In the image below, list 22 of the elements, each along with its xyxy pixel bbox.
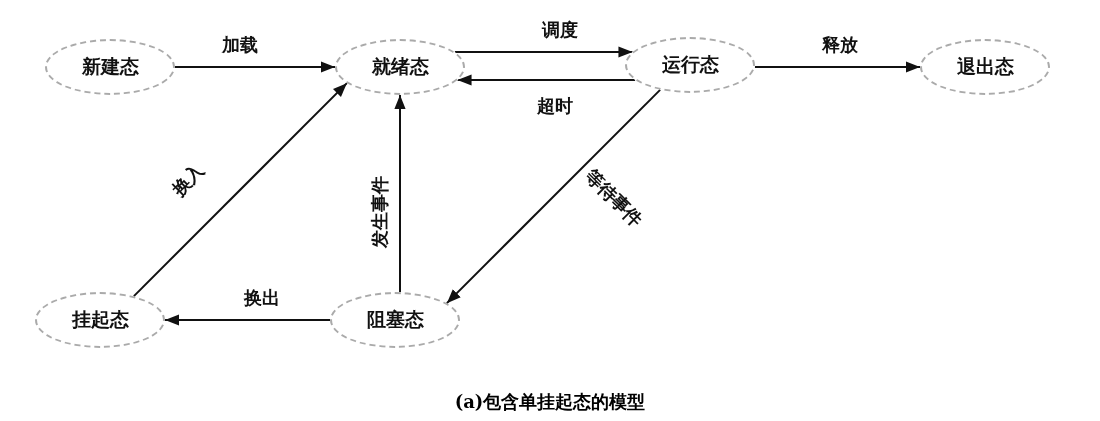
edge-label: 加载: [222, 33, 258, 57]
state-label: 阻塞态: [366, 307, 424, 332]
edge-label: 换出: [244, 286, 280, 310]
state-label: 就绪态: [371, 54, 429, 79]
edge-label: 换入: [166, 158, 209, 202]
state-label: 新建态: [81, 54, 139, 79]
state-label: 挂起态: [71, 307, 129, 332]
arrow: [174, 61, 336, 73]
arrow: [394, 94, 406, 294]
arrow: [753, 61, 921, 73]
edge-label: 释放: [822, 33, 858, 57]
edge-label: 发生事件: [368, 176, 391, 248]
edge-label: 超时: [537, 94, 573, 118]
state-label: 退出态: [956, 54, 1014, 79]
edge-label: 等待事件: [580, 164, 648, 232]
arrow: [132, 82, 348, 298]
arrow: [453, 46, 634, 58]
arrow: [456, 74, 637, 86]
arrow: [164, 314, 331, 326]
state-label: 运行态: [661, 52, 719, 77]
caption: (a)包含单挂起态的模型: [454, 391, 646, 412]
edge-label: 调度: [542, 18, 578, 42]
